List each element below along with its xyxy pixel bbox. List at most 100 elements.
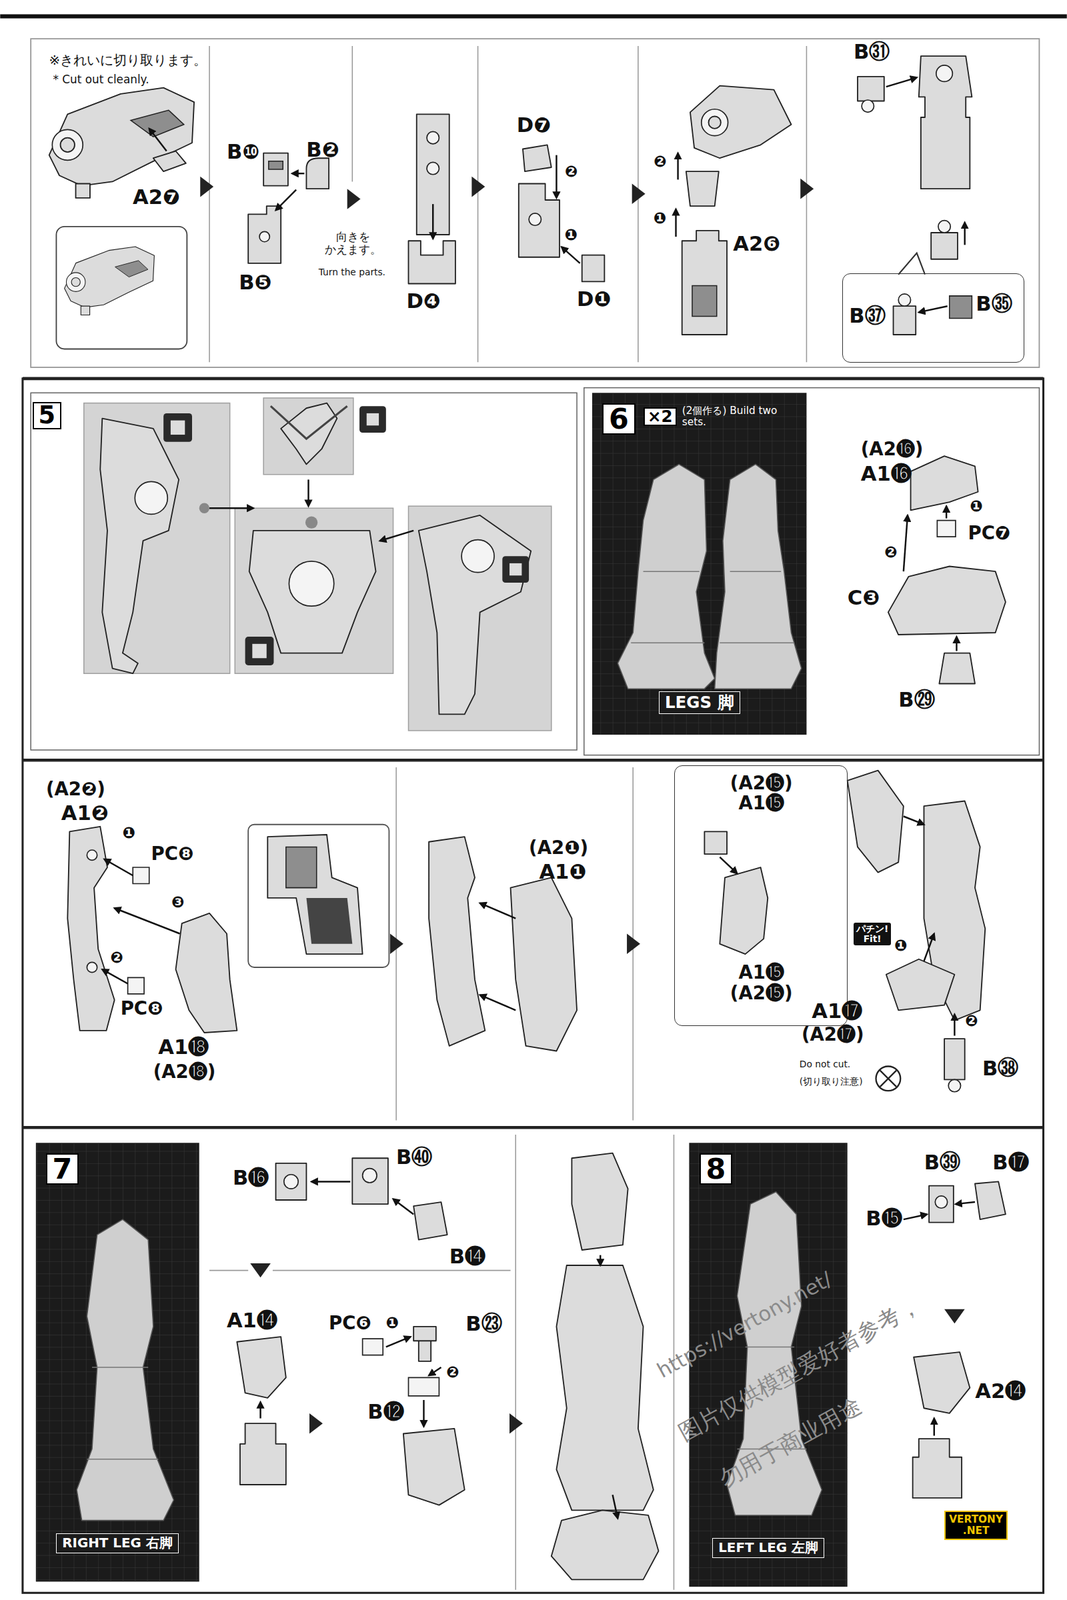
- dark-panel-shape: [36, 1143, 200, 1582]
- tool-icon: [163, 406, 529, 666]
- page-frame-shape: [30, 392, 577, 751]
- callout-number: A2❼: [132, 186, 181, 209]
- part-illustration-shape: [199, 503, 210, 514]
- callout-number: A2⓮: [974, 1380, 1026, 1404]
- part-illustration-shape: [236, 1337, 286, 1399]
- tool-icon-shape: [245, 636, 275, 666]
- assembly-arrow-shape: [149, 128, 167, 152]
- step-chevron-shape: [347, 188, 361, 210]
- part-illustration-shape: [948, 1079, 961, 1092]
- assembly-arrow-shape: [963, 222, 965, 246]
- part-illustration-shape: [428, 836, 485, 1047]
- part-illustration-shape: [176, 913, 238, 1033]
- assembly-arrow-shape: [102, 969, 128, 984]
- callout-number: B⓯: [865, 1207, 902, 1231]
- assembly-arrow-shape: [903, 816, 925, 825]
- callout-number: ❶: [564, 226, 578, 244]
- part-illustration-shape: [249, 530, 377, 654]
- part-illustration-shape: [248, 206, 281, 264]
- dark-panel-shape: [592, 392, 807, 735]
- part-illustration-shape: [692, 286, 717, 317]
- callout-number: A2❻: [732, 232, 781, 256]
- part-illustration-shape: [861, 100, 874, 113]
- dark-panel-shape: [36, 1143, 200, 1582]
- callout-number: (A2⓱): [801, 1024, 865, 1045]
- assembly-arrow-shape: [311, 1181, 351, 1183]
- part-illustration-shape: [551, 1510, 659, 1580]
- callout-number: D❼: [516, 114, 551, 137]
- part-illustration-shape: [64, 246, 155, 315]
- assembly-arrow-shape: [292, 172, 305, 175]
- part-illustration-shape: [408, 240, 456, 284]
- note-text: 向きを かえます。: [324, 230, 382, 256]
- callout-number: PC❻: [328, 1313, 372, 1334]
- part-illustration-shape: [306, 898, 353, 945]
- part-illustration-shape: [288, 561, 334, 607]
- callout-number: ❶: [970, 498, 983, 515]
- page-frame: [0, 14, 1067, 1594]
- no-cut-icon: [876, 1066, 901, 1092]
- callout-number: B❷: [306, 138, 339, 162]
- part-illustration-shape: [426, 131, 439, 144]
- assembly-arrow-shape: [612, 1495, 619, 1519]
- part-illustration-shape: [936, 520, 956, 537]
- photo-panel-shape: [263, 398, 354, 475]
- assembly-arrow-shape: [674, 209, 677, 237]
- callout-number: ❶: [122, 824, 136, 842]
- step-chevron-shape: [309, 1413, 323, 1435]
- part-illustration-shape: [719, 867, 768, 955]
- step-chevron-shape: [200, 176, 214, 198]
- tool-icon-shape: [163, 413, 193, 443]
- assembly-arrow-shape: [555, 155, 557, 199]
- callout-number: PC❽: [120, 998, 164, 1019]
- assembly-arrow-shape: [918, 306, 948, 313]
- callout-number: ❶: [653, 210, 667, 227]
- part-illustration-shape: [49, 88, 195, 199]
- callout-number: ❷: [964, 1012, 978, 1030]
- step-number: 8: [699, 1153, 733, 1186]
- part-illustration-shape: [305, 516, 318, 529]
- watermark-logo: VERTONY .NET: [944, 1511, 1008, 1541]
- part-number: B㊲: [848, 304, 885, 328]
- part-illustration-shape: [912, 1439, 962, 1499]
- part-illustration-shape: [847, 770, 904, 873]
- callout-number: A1❷: [61, 802, 109, 825]
- callout-number: B❿: [226, 140, 260, 164]
- page-frame-shape: [584, 388, 1040, 756]
- logo-text: VERTONY .NET: [948, 1514, 1003, 1538]
- note-text: Do not cut.: [799, 1059, 851, 1070]
- fit-note: パチン! Fit!: [856, 924, 889, 945]
- part-illustration-shape: [132, 867, 149, 884]
- step-chevron: [200, 176, 965, 1435]
- part-illustration-shape: [263, 153, 289, 187]
- step-panel: 7RIGHT LEG 右脚: [36, 1143, 200, 1583]
- callout-number: B❺: [238, 271, 272, 295]
- callout-number: PC❼: [967, 522, 1011, 543]
- part-illustration-shape: [938, 220, 951, 233]
- step-chevron-shape: [250, 1263, 271, 1278]
- part-illustration-shape: [898, 253, 925, 275]
- part-illustration-shape: [86, 962, 97, 973]
- no-cut-icon-shape: [880, 1071, 897, 1088]
- step-number-box: 5: [32, 402, 62, 430]
- assembly-arrow-shape: [428, 1367, 441, 1376]
- part-illustration-shape: [403, 1429, 465, 1506]
- part-illustration-shape: [418, 515, 531, 715]
- assembly-arrow-shape: [676, 153, 679, 181]
- part-illustration-shape: [974, 1181, 1006, 1220]
- assembly-arrow-shape: [114, 908, 181, 934]
- assembly-arrow-shape: [561, 246, 581, 263]
- part-illustration-shape: [690, 86, 792, 159]
- part-illustration-shape: [280, 403, 337, 465]
- part-illustration-shape: [286, 846, 317, 888]
- photo-panel-shape: [408, 506, 552, 731]
- callout-number: (A2❷): [46, 778, 106, 799]
- part-illustration-shape: [267, 834, 363, 955]
- part-illustration-shape: [67, 826, 115, 1031]
- assembly-arrow-shape: [422, 1400, 425, 1428]
- part-illustration-shape: [306, 158, 329, 189]
- assembly-arrow-shape: [953, 1014, 955, 1036]
- part-illustration-shape: [413, 1202, 448, 1241]
- part-illustration-shape: [938, 653, 975, 685]
- part-illustration-shape: [910, 456, 979, 511]
